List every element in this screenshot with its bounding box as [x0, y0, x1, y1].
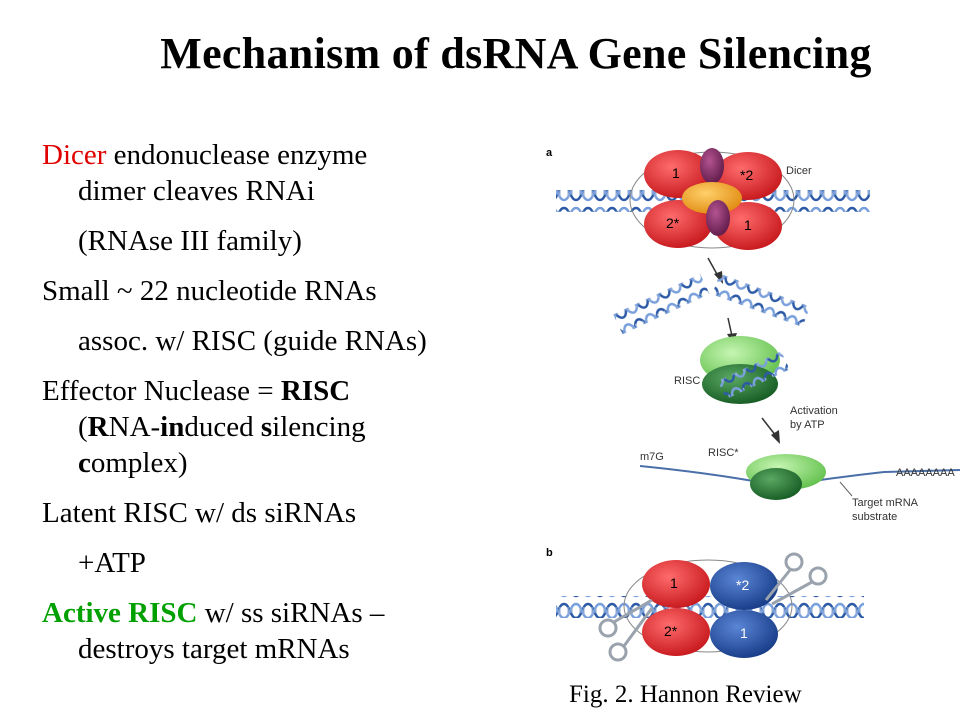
target-mrna-label: Target mRNA: [852, 497, 919, 509]
sirna-fragment: [712, 273, 810, 328]
text-line-4: Small ~ 22 nucleotide RNAs: [42, 275, 377, 307]
dsrna-helix-b: [556, 596, 864, 618]
text-fragment: endonuclease enzyme: [106, 139, 368, 171]
text-line-5: assoc. w/ RISC (guide RNAs): [78, 325, 427, 357]
dicer-subunit-red: [642, 608, 710, 656]
text-line-9: Latent RISC w/ ds siRNAs: [42, 497, 357, 529]
text-line-10: +ATP: [78, 547, 146, 579]
dicer-subunit-blue: [710, 610, 778, 658]
bold-letter: c: [78, 447, 91, 479]
sirna-fragment: [613, 273, 710, 335]
activation-label: by ATP: [790, 419, 825, 431]
sirna-in-risc: [717, 351, 790, 400]
risc-label: RISC: [674, 375, 700, 387]
text-fragment: Effector Nuclease =: [42, 375, 281, 407]
subunit-label: 2*: [664, 623, 678, 639]
dicer-outline-b: [623, 559, 793, 653]
dicer-subunit-blue: [710, 562, 778, 610]
arrowhead: [771, 430, 780, 444]
risc-active-label: RISC*: [708, 447, 739, 459]
dicer-center-domain: [682, 182, 742, 214]
active-risc-term: Active RISC: [42, 597, 198, 629]
risc-core: [750, 468, 802, 500]
dicer-term: Dicer: [42, 139, 107, 171]
m7g-cap-label: m7G: [640, 451, 664, 463]
arrow: [761, 417, 777, 437]
text-fragment: omplex): [90, 447, 188, 479]
arrow: [727, 317, 733, 337]
arrow: [707, 257, 719, 277]
panel-b-label: b: [546, 547, 553, 559]
panel-a-label: a: [546, 147, 553, 159]
dicer-domain-top: [700, 148, 724, 184]
text-line-1: Dicer endonuclease enzyme: [42, 138, 367, 172]
text-line-6: Effector Nuclease = RISC: [42, 374, 350, 408]
risc-term: RISC: [280, 375, 351, 407]
text-line-3: (RNAse III family): [78, 225, 302, 257]
subunit-label: *2: [736, 577, 749, 593]
scissors-icon: [598, 598, 654, 662]
text-fragment: w/ ss siRNAs –: [197, 597, 385, 629]
text-fragment: duced: [184, 411, 261, 443]
rnai-mechanism-figure: a 1 *2 2* 1 Dicer RISC Activation by ATP…: [546, 147, 960, 662]
bold-letter: R: [87, 411, 109, 443]
text-line-7: (RNA-induced silencing: [78, 410, 366, 444]
text-fragment: (: [78, 411, 88, 443]
bold-letter: s: [260, 411, 273, 443]
subunit-label: 1: [740, 625, 748, 641]
text-fragment: ilencing: [272, 411, 366, 443]
bold-letter: in: [160, 411, 185, 443]
subunit-label: 1: [672, 165, 680, 181]
text-line-11: Active RISC w/ ss siRNAs –: [42, 596, 384, 630]
polya-tail-label: AAAAAAAA: [896, 467, 955, 479]
subunit-label: 1: [670, 575, 678, 591]
callout-line: [839, 481, 853, 497]
activation-label: Activation: [790, 405, 838, 417]
dicer-label: Dicer: [786, 165, 812, 177]
text-fragment: NA-: [108, 411, 161, 443]
subunit-label: 2*: [666, 215, 680, 231]
text-line-8: complex): [78, 446, 188, 480]
dicer-subunit-4: [714, 202, 782, 250]
subunit-label: *2: [740, 167, 753, 183]
scissors-icon: [764, 552, 828, 606]
figure-caption: Fig. 2. Hannon Review: [569, 681, 802, 708]
dicer-subunit-3: [644, 200, 712, 248]
text-line-12: destroys target mRNAs: [78, 633, 350, 665]
subunit-label: 1: [744, 217, 752, 233]
text-line-2: dimer cleaves RNAi: [78, 175, 315, 207]
target-mrna-label: substrate: [852, 511, 897, 523]
slide-title: Mechanism of dsRNA Gene Silencing: [160, 29, 872, 78]
dicer-domain-bottom: [706, 200, 730, 236]
dicer-subunit-red: [642, 560, 710, 608]
